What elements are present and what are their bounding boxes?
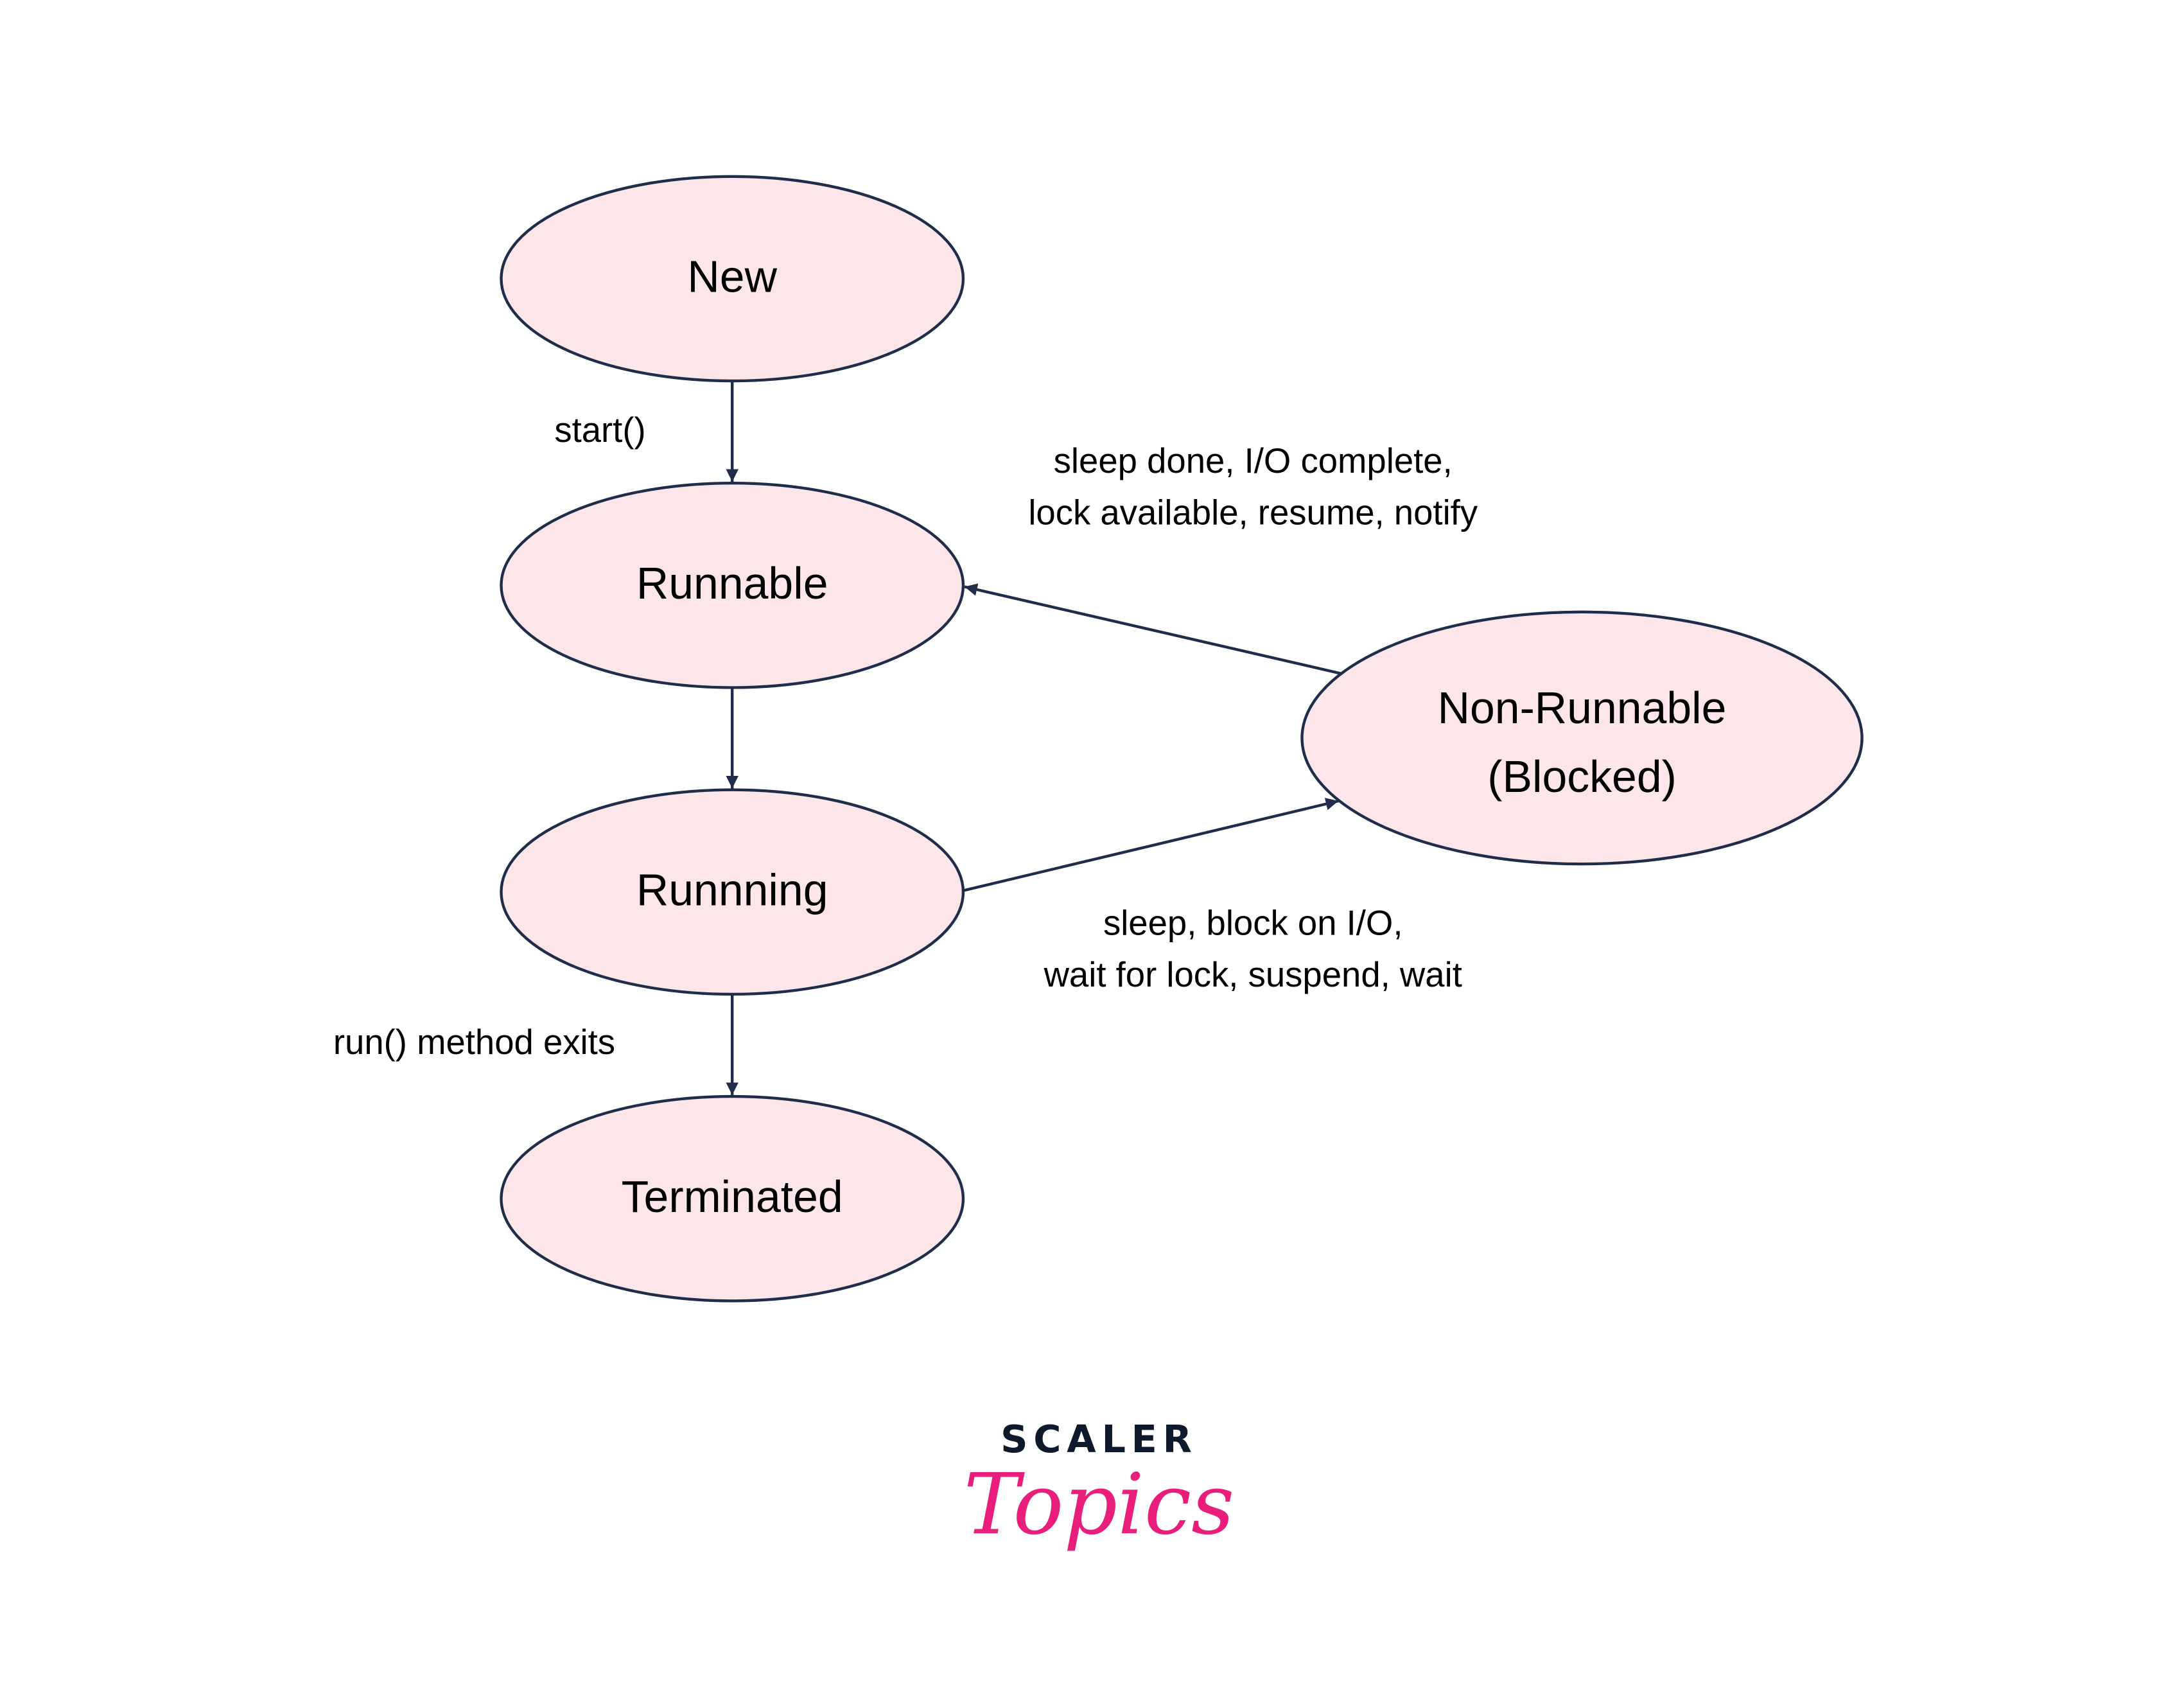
node-new-label: New [687, 252, 777, 302]
logo-topics-text: Topics [964, 1455, 1235, 1553]
edge-label-start: start() [554, 410, 645, 450]
edge-label-wakeup-line1: sleep done, I/O complete, [1054, 441, 1453, 480]
node-terminated-label: Terminated [622, 1172, 843, 1222]
scaler-topics-logo: SCALER Topics [964, 1417, 1235, 1553]
node-running-label: Runnning [636, 865, 828, 915]
edge-non-runnable-to-runnable [964, 583, 1342, 675]
node-runnable-label: Runnable [636, 558, 828, 608]
edge-label-block-line2: wait for lock, suspend, wait [1044, 955, 1462, 994]
logo-scaler-text: SCALER [1000, 1417, 1198, 1461]
node-non-runnable-label-line1: Non-Runnable [1438, 683, 1727, 733]
node-non-runnable-label-line2: (Blocked) [1487, 751, 1677, 802]
edge-label-wakeup-line2: lock available, resume, notify [1028, 493, 1478, 532]
node-new: New [500, 175, 965, 383]
node-terminated: Terminated [500, 1094, 965, 1303]
node-runnable: Runnable [500, 482, 965, 689]
edge-running-to-non-runnable [963, 798, 1339, 892]
edge-label-block-line1: sleep, block on I/O, [1103, 904, 1403, 943]
edge-label-run-exits: run() method exits [333, 1023, 615, 1062]
node-running: Runnning [500, 788, 965, 996]
node-non-runnable: Non-Runnable (Blocked) [1300, 610, 1864, 866]
